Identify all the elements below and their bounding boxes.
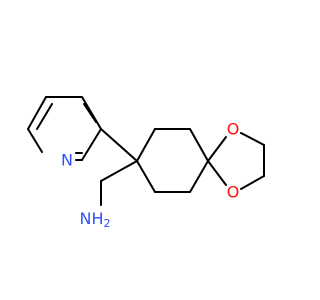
bond xyxy=(189,128,209,162)
bond xyxy=(240,132,265,146)
bond xyxy=(240,175,265,190)
bond xyxy=(36,103,53,130)
bond xyxy=(136,160,156,193)
pyridine-ring xyxy=(27,96,102,161)
atom-label-pyridine-n: N xyxy=(61,151,73,170)
cyclohexane-ring xyxy=(136,128,209,193)
bond xyxy=(207,136,227,162)
bond xyxy=(189,160,209,193)
amine-subscript: 2 xyxy=(104,217,111,230)
bond xyxy=(207,160,227,186)
bond xyxy=(136,128,156,162)
dioxolane-ring xyxy=(207,132,265,190)
atom-label-oxygen-top: O xyxy=(227,120,240,139)
amine-symbol: NH xyxy=(80,209,104,228)
molecule-diagram: N O O NH2 xyxy=(27,96,265,230)
bond xyxy=(83,103,97,123)
bond xyxy=(81,128,102,161)
structure-svg: N O O NH2 xyxy=(27,96,265,230)
bond xyxy=(100,128,138,162)
atom-label-amine: NH2 xyxy=(80,209,111,230)
bond xyxy=(27,96,47,130)
atom-label-oxygen-bottom: O xyxy=(227,183,240,202)
bond xyxy=(100,160,138,182)
bond xyxy=(27,128,43,153)
bond xyxy=(81,96,102,130)
